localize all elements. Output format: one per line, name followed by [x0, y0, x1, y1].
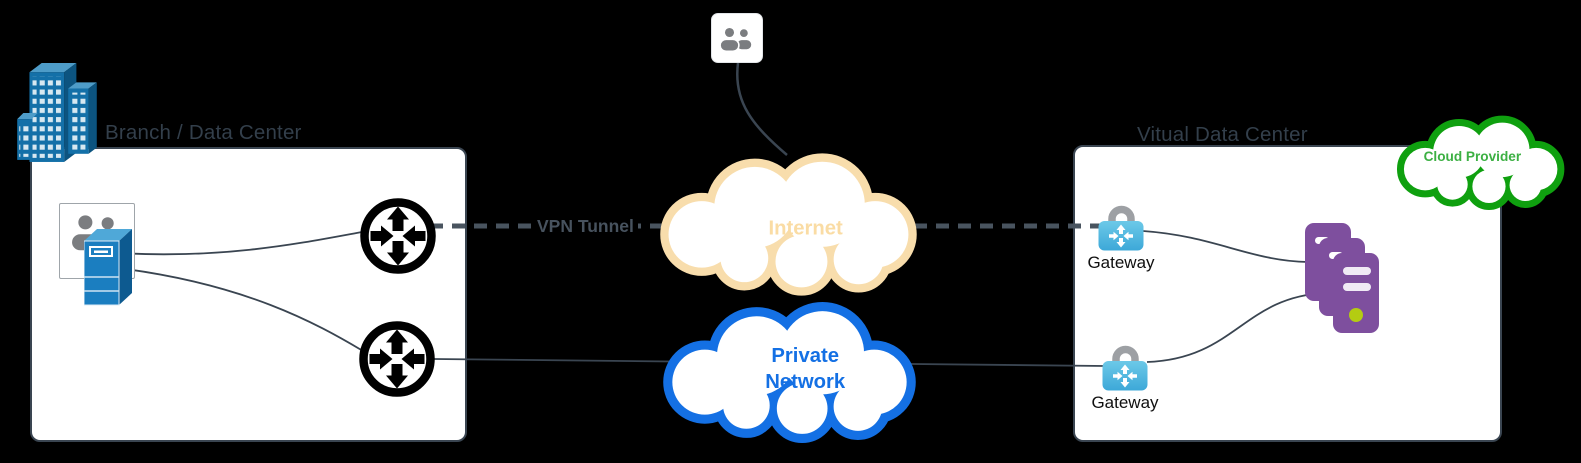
- vdc-title: Vitual Data Center: [1137, 123, 1308, 146]
- wire-users-to-internet: [735, 62, 788, 156]
- gateway1-label: Gateway: [1087, 253, 1155, 272]
- vpn-tunnel-label: VPN Tunnel: [533, 215, 638, 237]
- users-icon: [719, 26, 753, 53]
- office-building-icon: [17, 63, 97, 162]
- vpn-gateway-icon-bottom: [1102, 345, 1148, 391]
- gateway2-label: Gateway: [1091, 393, 1159, 412]
- virtual-servers-icon: [1305, 223, 1379, 333]
- private-network-label-line1: Private: [771, 345, 839, 367]
- router-icon-bottom: [359, 321, 435, 397]
- internet-cloud-label: Internet: [768, 217, 843, 239]
- private-network-cloud: Private Network: [655, 301, 925, 443]
- cloud-provider-label: Cloud Provider: [1424, 149, 1522, 164]
- internet-cloud: Internet: [654, 150, 924, 298]
- branch-title: Branch / Data Center: [105, 121, 302, 144]
- vpn-gateway-icon-top: [1098, 205, 1144, 251]
- internet-users-card: [711, 13, 763, 63]
- cloud-provider-cloud: Cloud Provider: [1393, 116, 1569, 209]
- private-network-label-line2: Network: [765, 371, 846, 393]
- server-tower-icon: [84, 229, 132, 306]
- router-icon-top: [360, 198, 436, 274]
